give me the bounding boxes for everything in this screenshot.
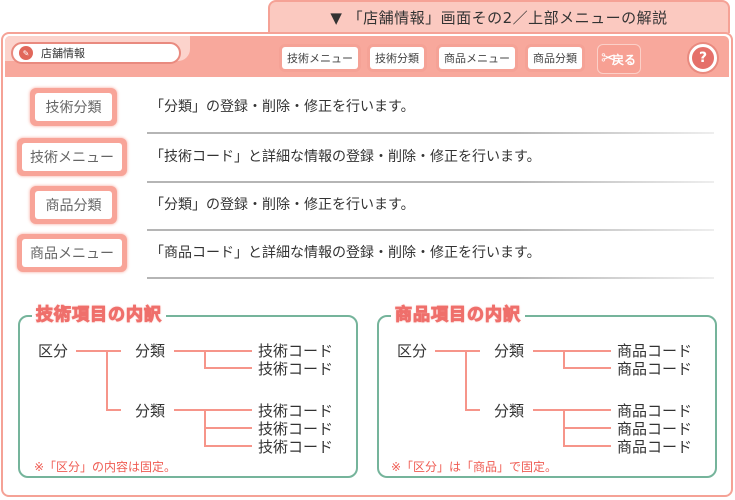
tree-note: ※「区分」は「商品」で固定。 bbox=[391, 460, 558, 474]
tech-tree-title: 技術項目の内訳 bbox=[32, 300, 166, 326]
tree-code: 技術コード bbox=[258, 402, 334, 420]
tree-category: 分類 bbox=[494, 402, 525, 420]
tree-category: 分類 bbox=[135, 402, 166, 420]
tech-menu-button[interactable]: 技術メニュー bbox=[279, 44, 361, 72]
tree-connector bbox=[533, 350, 611, 352]
tree-connector bbox=[204, 427, 252, 429]
row-description: 「商品コード」と詳細な情報の登録・削除・修正を行います。 bbox=[150, 245, 541, 261]
tree-note: ※「区分」の内容は固定。 bbox=[34, 460, 177, 474]
product-category-button[interactable]: 商品分類 bbox=[525, 44, 585, 72]
tech-category-button[interactable]: 技術分類 bbox=[367, 44, 427, 72]
tree-root: 区分 bbox=[397, 342, 428, 360]
product-menu-button[interactable]: 商品メニュー bbox=[436, 44, 518, 72]
tech-menu-label: 技術メニュー bbox=[282, 47, 358, 69]
tech-menu-sample-button: 技術メニュー bbox=[17, 138, 127, 176]
tree-connector bbox=[76, 350, 121, 352]
tree-connector bbox=[174, 409, 252, 411]
page-caption: ▼ 「店舗情報」画面その2／上部メニューの解説 bbox=[268, 0, 730, 33]
tree-code: 技術コード bbox=[258, 420, 334, 438]
tree-connector bbox=[106, 409, 121, 411]
row-description: 「技術コード」と詳細な情報の登録・削除・修正を行います。 bbox=[150, 149, 541, 165]
button-label: 商品分類 bbox=[35, 191, 112, 219]
screen-title-label: 店舗情報 bbox=[41, 47, 85, 60]
back-label: 戻る bbox=[611, 52, 636, 67]
tree-code: 商品コード bbox=[617, 402, 693, 420]
tree-connector bbox=[563, 367, 611, 369]
tree-connector bbox=[533, 409, 611, 411]
divider bbox=[147, 181, 714, 183]
tree-code: 技術コード bbox=[258, 360, 334, 378]
button-label: 技術メニュー bbox=[22, 143, 122, 171]
tree-connector bbox=[563, 427, 611, 429]
row-tech-menu: 技術メニュー 「技術コード」と詳細な情報の登録・削除・修正を行います。 bbox=[0, 138, 735, 184]
row-product-category: 商品分類 「分類」の登録・削除・修正を行います。 bbox=[0, 186, 735, 232]
row-description: 「分類」の登録・削除・修正を行います。 bbox=[150, 99, 415, 115]
tree-connector bbox=[204, 445, 252, 447]
tree-code: 商品コード bbox=[617, 420, 693, 438]
product-category-sample-button: 商品分類 bbox=[30, 186, 117, 224]
row-product-menu: 商品メニュー 「商品コード」と詳細な情報の登録・削除・修正を行います。 bbox=[0, 234, 735, 280]
help-icon: ? bbox=[698, 50, 708, 66]
tree-connector bbox=[204, 350, 206, 368]
tree-code: 商品コード bbox=[617, 342, 693, 360]
tech-tree-box bbox=[18, 315, 358, 478]
button-label: 技術分類 bbox=[35, 93, 112, 121]
tech-category-label: 技術分類 bbox=[370, 47, 424, 69]
tree-connector bbox=[435, 350, 480, 352]
back-button[interactable]: ✂ 戻る bbox=[597, 44, 641, 74]
tech-category-sample-button: 技術分類 bbox=[30, 88, 117, 126]
product-tree-box bbox=[377, 315, 717, 478]
product-category-label: 商品分類 bbox=[528, 47, 582, 69]
tree-connector bbox=[465, 350, 467, 410]
tree-code: 商品コード bbox=[617, 438, 693, 456]
header-bottom bbox=[5, 77, 729, 89]
store-icon: ✎ bbox=[19, 46, 33, 60]
tree-connector bbox=[204, 367, 252, 369]
tree-code: 技術コード bbox=[258, 342, 334, 360]
tree-code: 商品コード bbox=[617, 360, 693, 378]
screen-title: ✎ 店舗情報 bbox=[11, 42, 181, 64]
row-tech-category: 技術分類 「分類」の登録・削除・修正を行います。 bbox=[0, 88, 735, 134]
tree-connector bbox=[563, 350, 565, 368]
divider bbox=[147, 277, 714, 279]
divider bbox=[147, 132, 714, 134]
product-menu-sample-button: 商品メニュー bbox=[17, 234, 127, 272]
tree-category: 分類 bbox=[494, 342, 525, 360]
divider bbox=[147, 229, 714, 231]
tree-category: 分類 bbox=[135, 342, 166, 360]
tree-connector bbox=[174, 350, 252, 352]
tree-connector bbox=[465, 409, 480, 411]
header-bar: ✎ 店舗情報 技術メニュー 技術分類 商品メニュー 商品分類 ✂ 戻る ? bbox=[5, 36, 729, 77]
product-tree-title: 商品項目の内訳 bbox=[391, 300, 525, 326]
tree-code: 技術コード bbox=[258, 438, 334, 456]
product-menu-label: 商品メニュー bbox=[439, 47, 515, 69]
button-label: 商品メニュー bbox=[22, 239, 122, 267]
scissors-icon: ✂ bbox=[601, 48, 617, 69]
tree-connector bbox=[563, 445, 611, 447]
row-description: 「分類」の登録・削除・修正を行います。 bbox=[150, 197, 415, 213]
tree-root: 区分 bbox=[38, 342, 69, 360]
tree-connector bbox=[106, 350, 108, 410]
help-button[interactable]: ? bbox=[689, 44, 717, 72]
